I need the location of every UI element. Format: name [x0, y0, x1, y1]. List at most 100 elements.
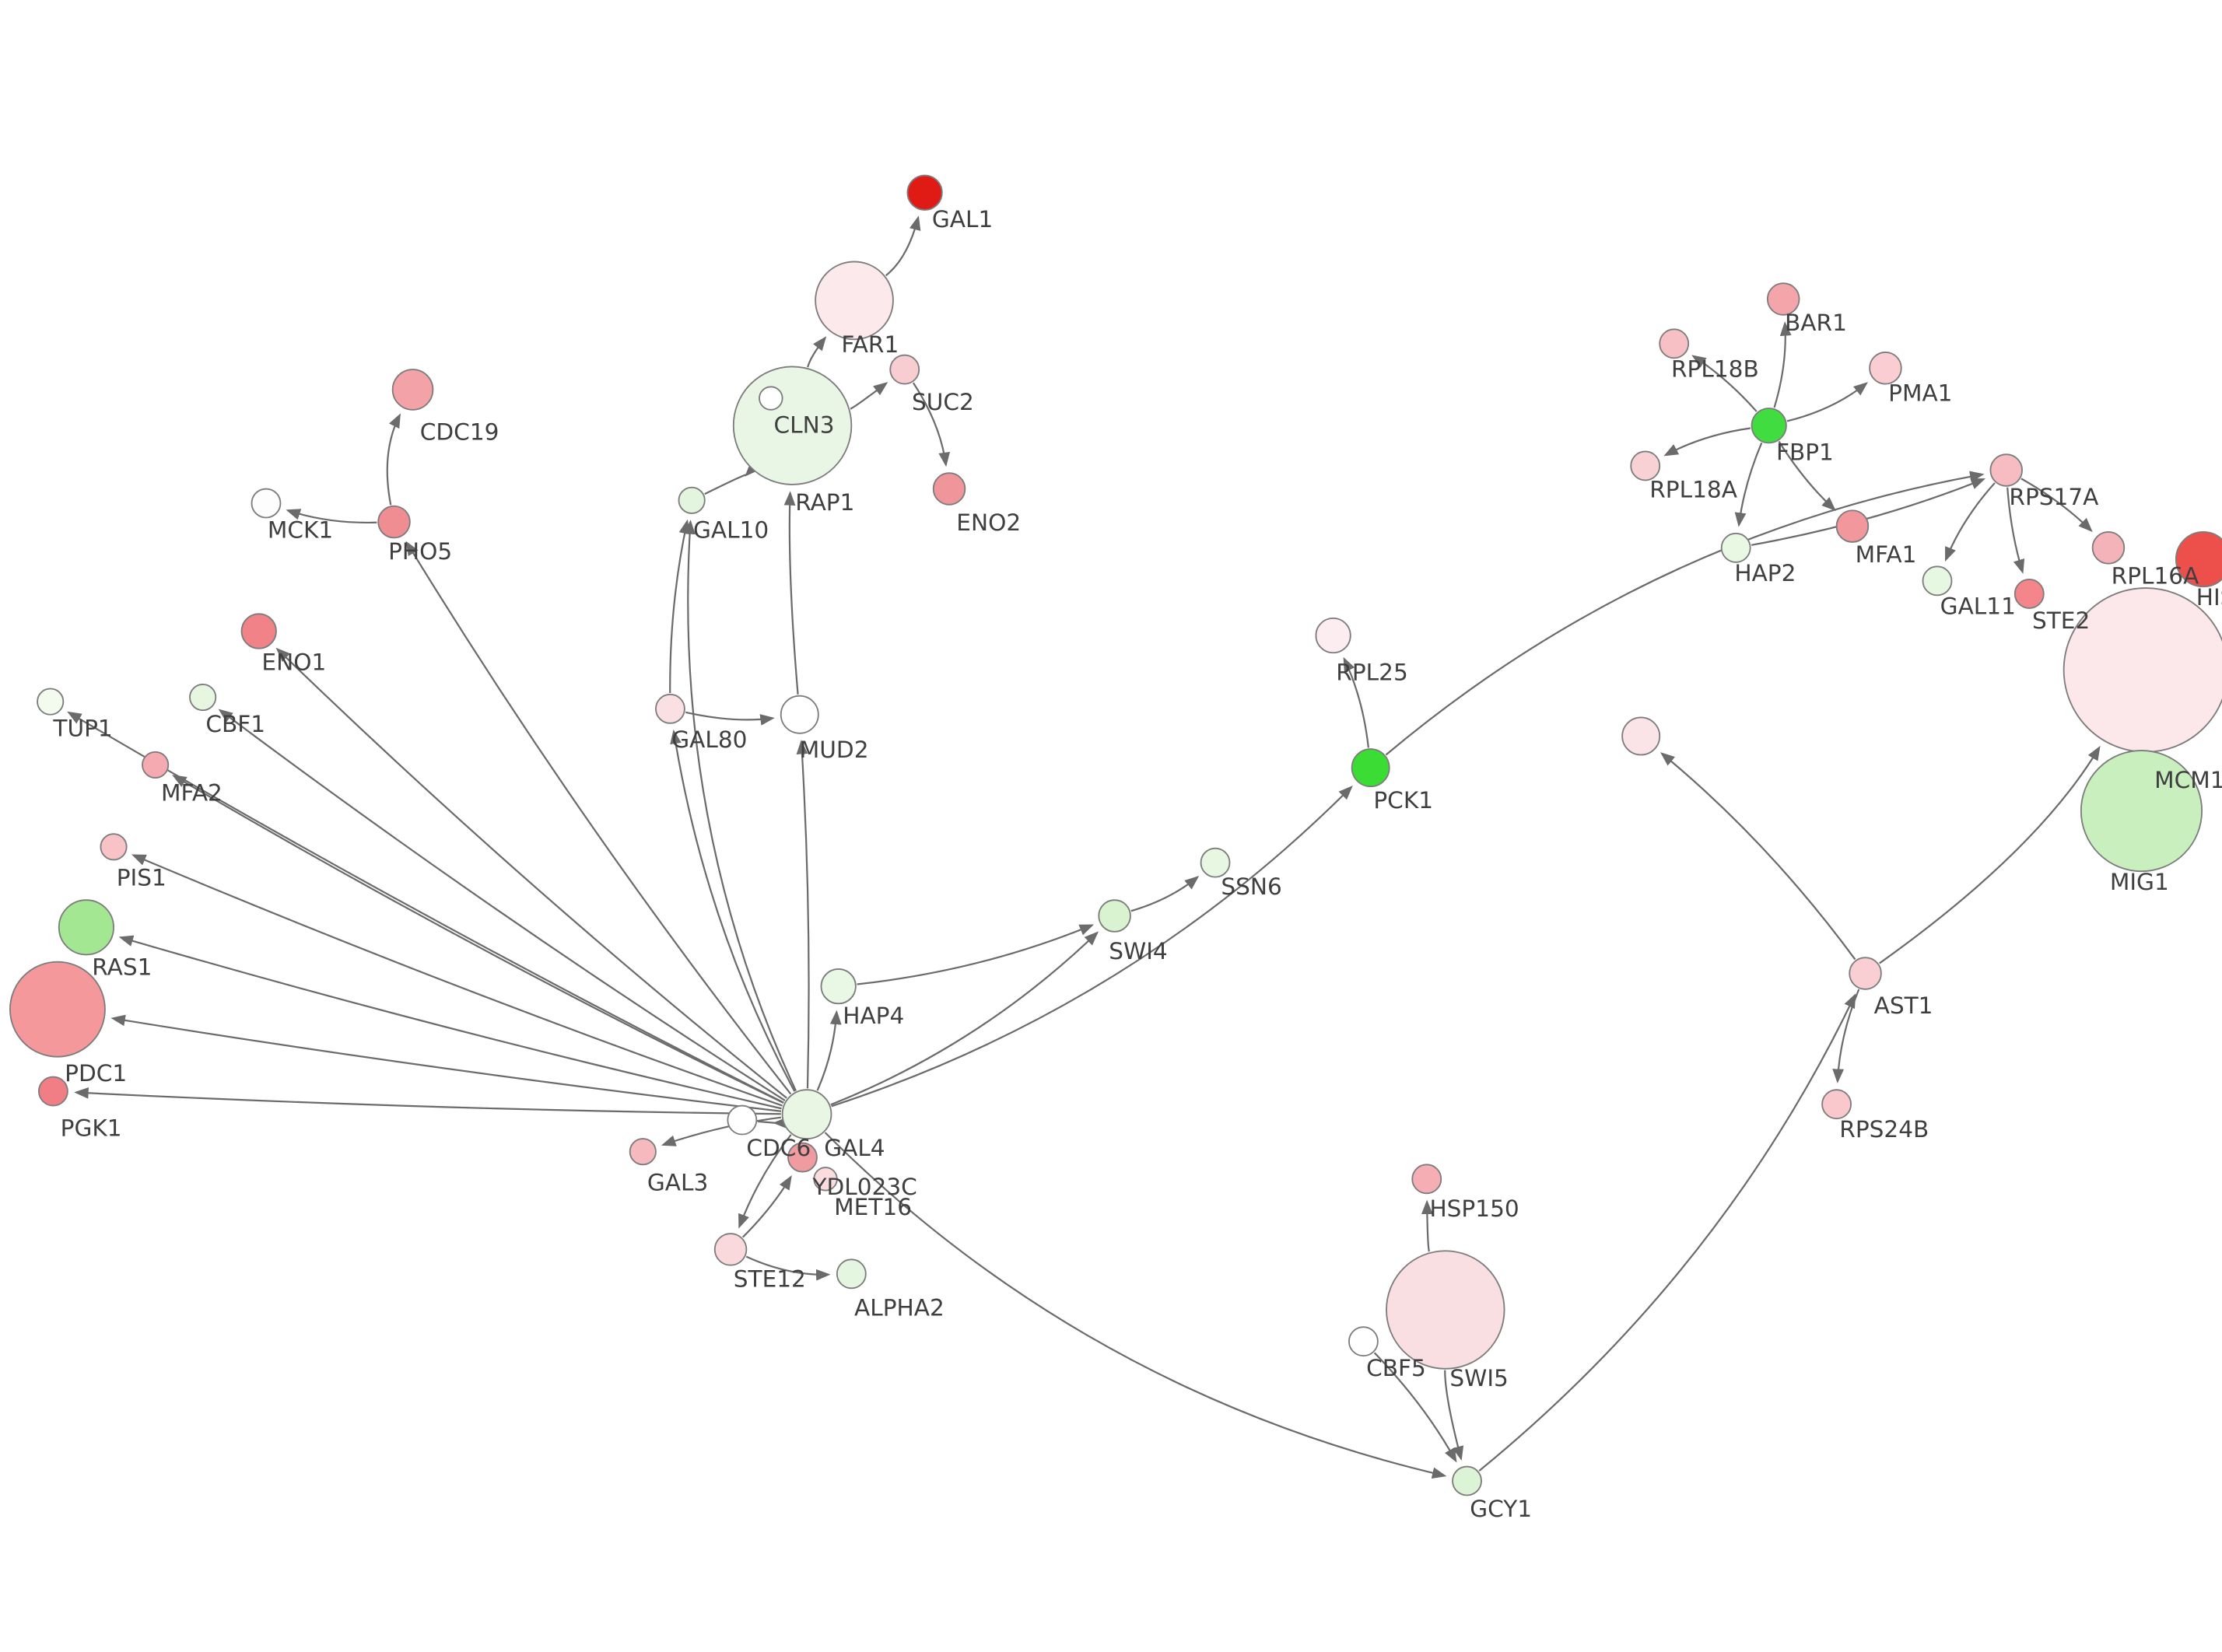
- node-gal10[interactable]: [678, 486, 706, 514]
- edge-fbp1-hap2[interactable]: [1734, 442, 1763, 527]
- node-rpl25[interactable]: [1315, 617, 1351, 654]
- edge-gal4-cbf1[interactable]: [218, 709, 786, 1101]
- node-rps17a[interactable]: [1989, 453, 2023, 487]
- edge-gal4-gal80[interactable]: [670, 729, 796, 1092]
- edge-pho5-cdc19[interactable]: [386, 413, 401, 506]
- edge-pck1-rps17a[interactable]: [1385, 471, 1985, 756]
- node-ast1[interactable]: [1849, 957, 1882, 990]
- node-mig1[interactable]: [2080, 750, 2203, 873]
- edge-gal4-hap4[interactable]: [816, 1010, 842, 1091]
- edge-ast1-mcm1[interactable]: [1879, 745, 2101, 964]
- node-gal1[interactable]: [906, 174, 943, 211]
- edge-gcy1-ast1[interactable]: [1478, 993, 1856, 1472]
- node-hsp150[interactable]: [1411, 1164, 1442, 1195]
- edge-rap1-suc2[interactable]: [850, 382, 888, 410]
- node-cdc19[interactable]: [391, 369, 434, 411]
- node-ydl023c[interactable]: [787, 1142, 818, 1173]
- node-rpl16a[interactable]: [2091, 531, 2126, 565]
- node-rps24b[interactable]: [1821, 1089, 1852, 1120]
- node-mfa1[interactable]: [1835, 509, 1870, 543]
- edge-gal4-pis1[interactable]: [131, 854, 783, 1107]
- edge-fbp1-rpl18b[interactable]: [1691, 355, 1758, 412]
- node-pck1[interactable]: [1351, 748, 1390, 788]
- node-far1[interactable]: [815, 261, 894, 341]
- node-tup1[interactable]: [37, 688, 65, 716]
- edge-ast1-rps24b[interactable]: [1832, 989, 1860, 1083]
- edge-rps17a-rpl16a[interactable]: [2020, 478, 2093, 533]
- edge-rps17a-gal11[interactable]: [1945, 482, 1996, 562]
- edge-cdc6-gal4[interactable]: [758, 1117, 787, 1129]
- node-ste2[interactable]: [2013, 579, 2045, 609]
- node-swi5[interactable]: [1386, 1250, 1505, 1370]
- node-hap4[interactable]: [820, 968, 857, 1005]
- edge-gal4-ste12[interactable]: [738, 1134, 792, 1229]
- edge-gal4-tup1[interactable]: [67, 711, 784, 1104]
- edge-gal10-rap1[interactable]: [704, 462, 759, 495]
- edge-gal4-pho5[interactable]: [405, 541, 792, 1095]
- node-cdc6[interactable]: [727, 1104, 758, 1136]
- edge-ast1-unk1[interactable]: [1660, 752, 1856, 961]
- edge-gal4-eno1[interactable]: [275, 647, 787, 1099]
- node-mfa2[interactable]: [142, 751, 170, 779]
- edge-fbp1-pma1[interactable]: [1786, 382, 1869, 422]
- node-pho5[interactable]: [377, 505, 411, 539]
- edge-gal4-gal3[interactable]: [661, 1116, 782, 1146]
- edge-rap1-far1[interactable]: [807, 336, 827, 368]
- node-ras1[interactable]: [58, 899, 114, 956]
- edge-gal4-pck1[interactable]: [831, 785, 1353, 1108]
- node-mck1[interactable]: [251, 488, 282, 519]
- node-eno1[interactable]: [240, 613, 277, 649]
- node-ssn6[interactable]: [1200, 847, 1231, 878]
- node-ste12[interactable]: [713, 1233, 748, 1266]
- edge-swi4-ssn6[interactable]: [1130, 876, 1200, 912]
- node-unlabeled[interactable]: [1621, 716, 1661, 756]
- node-eno2[interactable]: [932, 472, 966, 506]
- node-his4[interactable]: [2175, 531, 2222, 588]
- edge-mud2-rap1[interactable]: [783, 491, 799, 695]
- node-alpha2[interactable]: [836, 1258, 867, 1290]
- node-rpl18b[interactable]: [1659, 328, 1690, 359]
- node-bar1[interactable]: [1766, 282, 1800, 316]
- edge-gal4-gcy1[interactable]: [824, 1132, 1447, 1479]
- edge-pck1-rpl25[interactable]: [1343, 656, 1369, 748]
- edge-gal4-pdc1[interactable]: [110, 1014, 782, 1112]
- edge-swi5-hsp150[interactable]: [1421, 1199, 1433, 1252]
- edge-suc2-eno2[interactable]: [912, 382, 951, 467]
- node-swi4[interactable]: [1098, 899, 1131, 933]
- node-met16[interactable]: [813, 1167, 838, 1192]
- node-cbf5[interactable]: [1348, 1326, 1379, 1357]
- edge-gal4-mfa2[interactable]: [172, 775, 784, 1104]
- edge-pho5-mck1[interactable]: [286, 509, 377, 524]
- node-suc2[interactable]: [889, 354, 920, 385]
- node-pdc1[interactable]: [9, 961, 106, 1058]
- node-gal4[interactable]: [781, 1089, 832, 1139]
- node-gcy1[interactable]: [1452, 1465, 1482, 1496]
- node-cln3[interactable]: [759, 386, 783, 411]
- node-rpl18a[interactable]: [1630, 450, 1661, 481]
- edge-hap2-rps17a[interactable]: [1751, 478, 1986, 546]
- edge-gal4-gal10[interactable]: [684, 520, 797, 1091]
- edge-gal4-pgk1[interactable]: [74, 1087, 781, 1115]
- edge-ste12-alpha2[interactable]: [745, 1255, 831, 1281]
- edge-gal4-mud2[interactable]: [796, 740, 810, 1089]
- node-hap2[interactable]: [1720, 532, 1751, 563]
- edge-cbf5-gcy1[interactable]: [1373, 1352, 1457, 1463]
- node-fbp1[interactable]: [1751, 408, 1787, 444]
- edge-far1-gal1[interactable]: [885, 215, 921, 277]
- edge-gal4-swi4[interactable]: [830, 931, 1099, 1106]
- node-cbf1[interactable]: [189, 683, 217, 712]
- node-gal11[interactable]: [1922, 565, 1953, 597]
- node-pma1[interactable]: [1869, 351, 1902, 385]
- edge-hap4-swi4[interactable]: [857, 924, 1095, 985]
- edge-fbp1-mfa1[interactable]: [1778, 440, 1836, 512]
- edge-gal80-mud2[interactable]: [685, 711, 775, 726]
- node-gal3[interactable]: [629, 1138, 657, 1166]
- edge-fbp1-bar1[interactable]: [1773, 321, 1792, 408]
- node-mud2[interactable]: [780, 695, 819, 734]
- node-pis1[interactable]: [100, 833, 128, 861]
- node-pgk1[interactable]: [37, 1076, 68, 1107]
- edge-swi5-gcy1[interactable]: [1444, 1370, 1464, 1461]
- node-gal80[interactable]: [655, 693, 685, 724]
- edge-rps17a-ste2[interactable]: [2006, 487, 2025, 574]
